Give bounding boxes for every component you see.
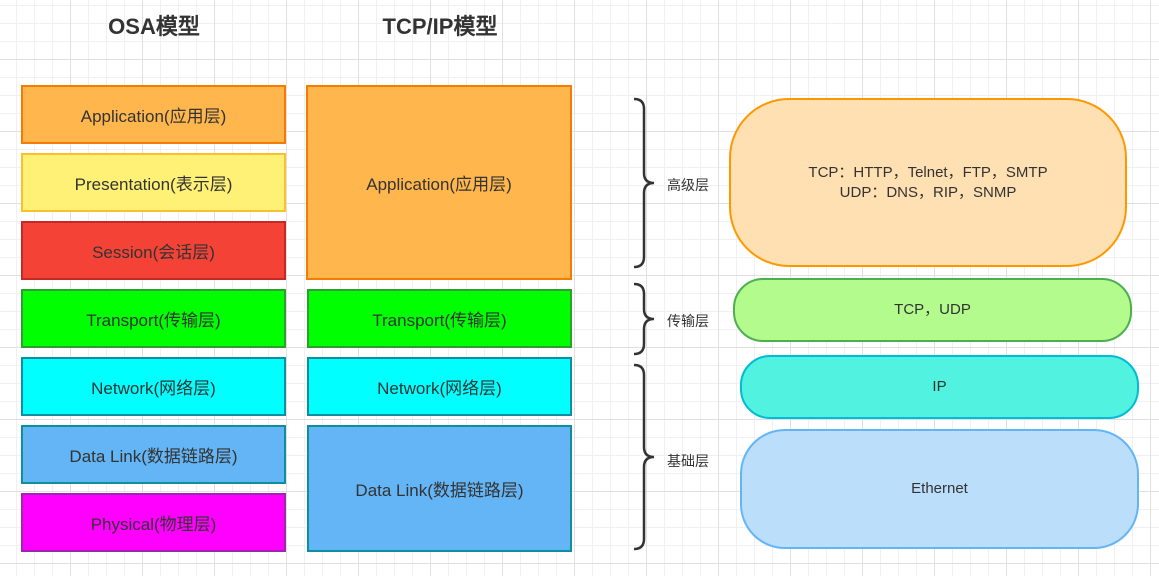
- tcpip-layer-data-link[interactable]: Data Link(数据链路层): [307, 425, 572, 552]
- layer-label: Session(会话层): [92, 243, 215, 262]
- osa-layer-application[interactable]: Application(应用层): [21, 85, 286, 144]
- layer-label: Data Link(数据链路层): [355, 481, 524, 500]
- protocol-line: IP: [932, 378, 947, 395]
- layer-label: Data Link(数据链路层): [69, 447, 238, 466]
- brace-icon: [633, 97, 655, 269]
- layer-label: Presentation(表示层): [74, 175, 233, 194]
- tcpip-model-title: TCP/IP模型: [382, 14, 498, 39]
- protocols-link[interactable]: Ethernet: [740, 429, 1139, 549]
- osa-model-title: OSA模型: [108, 14, 200, 39]
- group-label-foundation: 基础层: [667, 453, 709, 469]
- protocols-network[interactable]: IP: [740, 355, 1139, 419]
- osa-layer-data-link[interactable]: Data Link(数据链路层): [21, 425, 286, 484]
- tcpip-layer-application[interactable]: Application(应用层): [306, 85, 572, 280]
- protocols-application[interactable]: TCP：HTTP，Telnet，FTP，SMTP UDP：DNS，RIP，SNM…: [729, 98, 1127, 267]
- protocol-line: UDP：DNS，RIP，SNMP: [839, 183, 1017, 201]
- layer-label: Transport(传输层): [372, 311, 507, 330]
- protocol-line: TCP，UDP: [894, 301, 971, 318]
- osa-layer-presentation[interactable]: Presentation(表示层): [21, 153, 286, 212]
- osa-layer-network[interactable]: Network(网络层): [21, 357, 286, 416]
- layer-label: Application(应用层): [80, 107, 227, 126]
- layer-label: Network(网络层): [377, 379, 502, 398]
- layer-label: Application(应用层): [366, 175, 512, 194]
- brace-icon: [633, 282, 655, 356]
- tcpip-layer-transport[interactable]: Transport(传输层): [307, 289, 572, 348]
- brace-icon: [633, 363, 655, 551]
- group-label-advanced: 高级层: [667, 177, 709, 193]
- protocol-line: TCP：HTTP，Telnet，FTP，SMTP: [808, 163, 1048, 181]
- layer-label: Transport(传输层): [86, 311, 221, 330]
- osa-layer-session[interactable]: Session(会话层): [21, 221, 286, 280]
- layer-label: Physical(物理层): [90, 515, 217, 534]
- group-label-transport: 传输层: [667, 313, 709, 329]
- layer-label: Network(网络层): [91, 379, 216, 398]
- osa-layer-transport[interactable]: Transport(传输层): [21, 289, 286, 348]
- osa-layer-physical[interactable]: Physical(物理层): [21, 493, 286, 552]
- tcpip-layer-network[interactable]: Network(网络层): [307, 357, 572, 416]
- protocol-line: Ethernet: [911, 480, 968, 497]
- protocols-transport[interactable]: TCP，UDP: [733, 278, 1132, 342]
